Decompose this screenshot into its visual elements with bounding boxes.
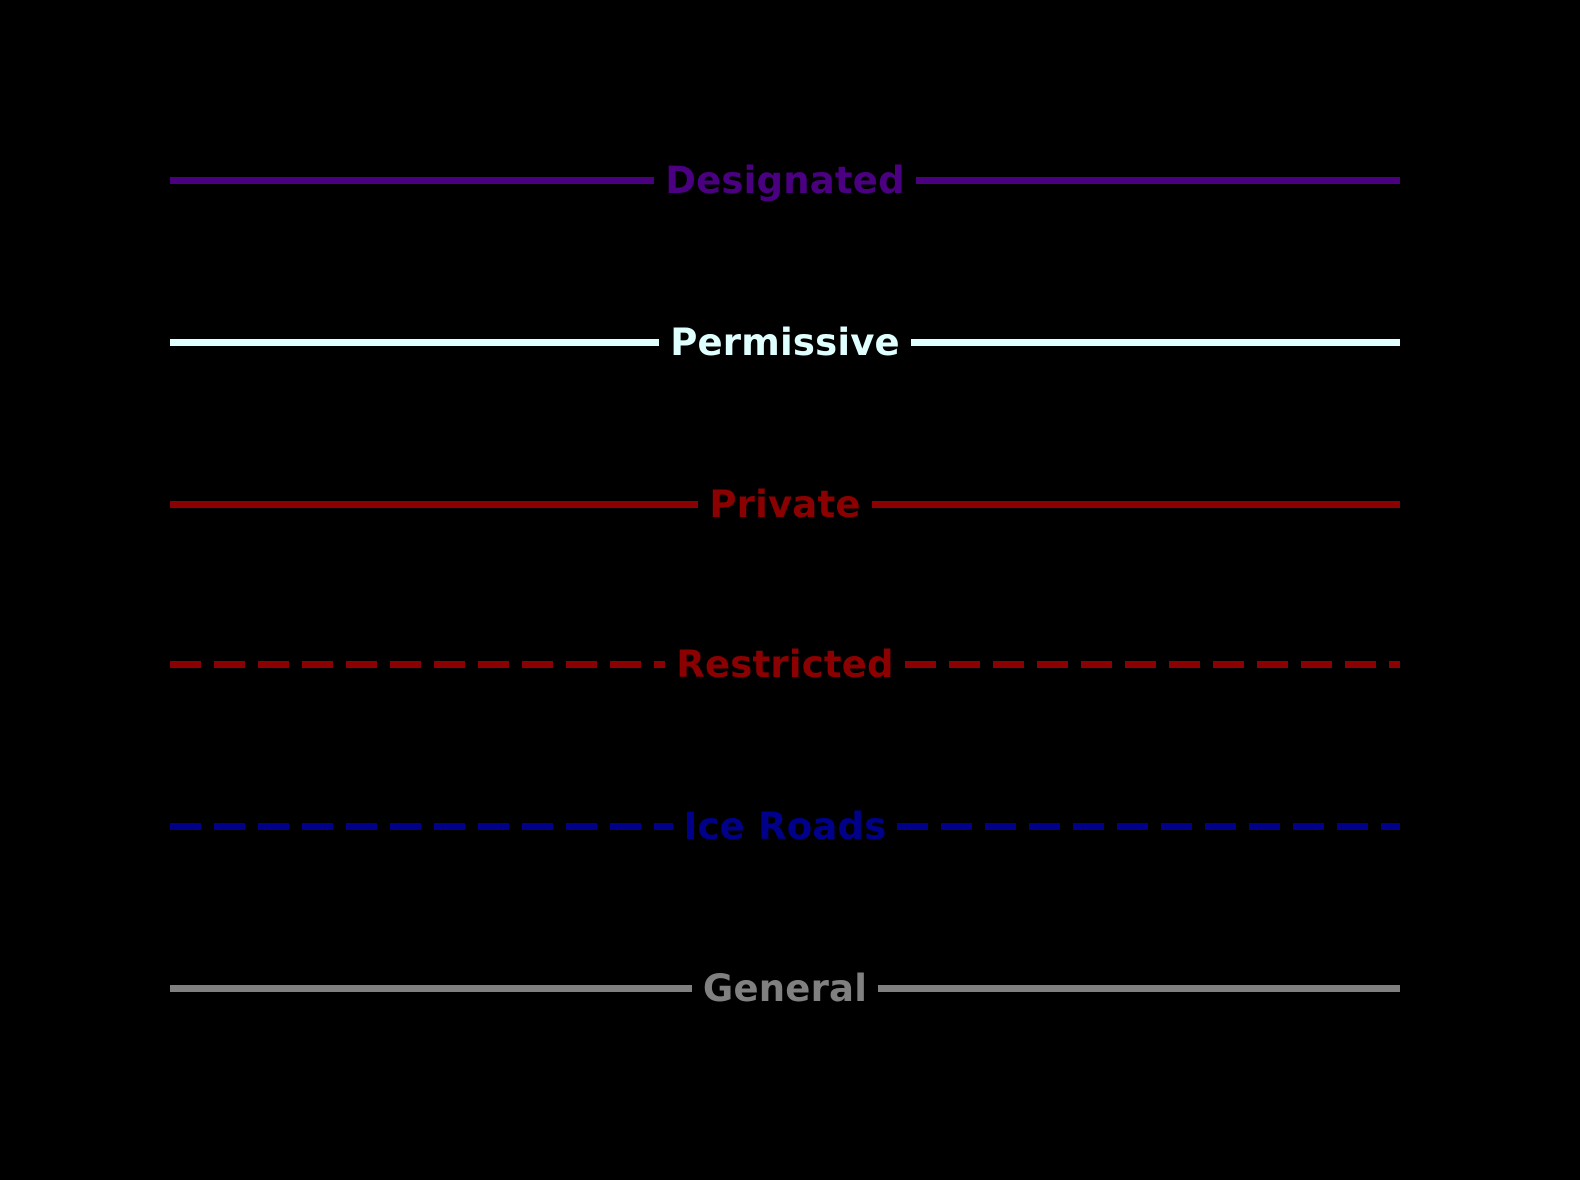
- legend-entry-designated[interactable]: Designated: [170, 150, 1401, 210]
- legend-line-right-private: [871, 500, 1401, 508]
- legend-line-right-general: [878, 984, 1401, 992]
- legend-line-left-designated: [170, 176, 655, 184]
- legend-line-right-ice-roads: [897, 822, 1400, 830]
- legend-entry-private[interactable]: Private: [170, 474, 1401, 534]
- legend-label-designated: Designated: [665, 158, 905, 202]
- legend-line-left-ice-roads: [170, 822, 673, 830]
- legend-line-left-private: [170, 500, 699, 508]
- legend-entry-restricted[interactable]: Restricted: [170, 634, 1400, 694]
- legend-entry-general[interactable]: General: [170, 958, 1401, 1018]
- legend-label-private: Private: [709, 482, 861, 526]
- legend-entry-permissive[interactable]: Permissive: [170, 312, 1401, 372]
- legend-line-left-general: [170, 984, 692, 992]
- legend-line-right-permissive: [910, 338, 1401, 346]
- legend-label-permissive: Permissive: [670, 320, 900, 364]
- legend-label-ice-roads: Ice Roads: [683, 804, 887, 848]
- legend-line-left-restricted: [170, 660, 666, 668]
- legend-entry-ice-roads[interactable]: Ice Roads: [170, 796, 1400, 856]
- legend-line-right-designated: [915, 176, 1401, 184]
- legend-line-left-permissive: [170, 338, 660, 346]
- legend-label-general: General: [702, 966, 868, 1010]
- legend-line-right-restricted: [904, 660, 1400, 668]
- legend-label-restricted: Restricted: [676, 642, 894, 686]
